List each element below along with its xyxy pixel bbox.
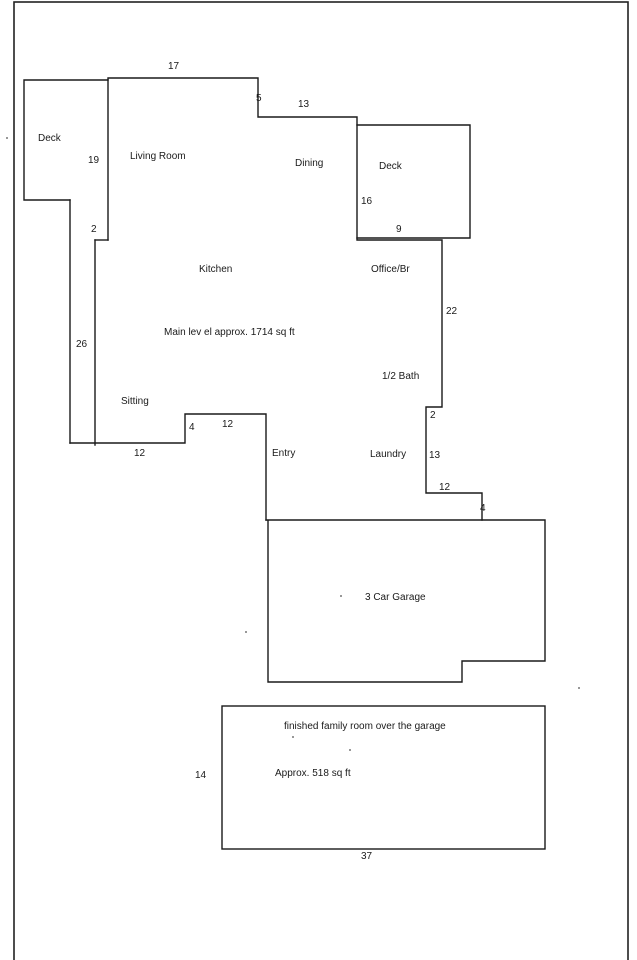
garage-label: 3 Car Garage — [365, 592, 426, 603]
laundry-label: Laundry — [370, 449, 406, 460]
dining-label: Dining — [295, 158, 323, 169]
main-level-area-label: Main lev el approx. 1714 sq ft — [164, 327, 295, 338]
scan-speck — [340, 595, 342, 597]
deck-left-label: Deck — [38, 133, 62, 144]
scan-speck — [578, 687, 580, 689]
office-label: Office/Br — [371, 264, 410, 275]
dimension-deck-19: 19 — [88, 155, 100, 166]
right-deck-wall — [356, 124, 471, 239]
family-room-area-label: Approx. 518 sq ft — [275, 768, 351, 779]
dimension-step-5: 5 — [256, 93, 262, 104]
dimension-deck-16: 16 — [361, 196, 373, 207]
dimension-jog-2-right: 2 — [430, 410, 436, 421]
deck-right-label: Deck — [379, 161, 403, 172]
dimension-left-26: 26 — [76, 339, 88, 350]
family-room-wall — [221, 705, 546, 850]
scan-speck — [292, 736, 294, 738]
left-deck-wall — [23, 79, 109, 201]
living-room-label: Living Room — [130, 151, 186, 162]
kitchen-label: Kitchen — [199, 264, 232, 275]
garage-wall — [265, 519, 546, 683]
main-house-upper-wall — [107, 77, 483, 521]
dimension-laundry-12: 12 — [439, 482, 451, 493]
dimension-deck-9: 9 — [396, 224, 402, 235]
scan-speck — [6, 137, 8, 139]
half-bath-label: 1/2 Bath — [382, 371, 419, 382]
dimension-top-13: 13 — [298, 99, 310, 110]
family-room-label: finished family room over the garage — [284, 721, 446, 732]
dimension-step-4: 4 — [189, 422, 195, 433]
sitting-label: Sitting — [121, 396, 149, 407]
main-house-lower-wall — [69, 413, 267, 521]
dimension-step-4-right: 4 — [480, 503, 486, 514]
dimension-bottom-12: 12 — [134, 448, 146, 459]
page-border — [13, 1, 629, 960]
dimension-right-13: 13 — [429, 450, 441, 461]
scan-speck — [245, 631, 247, 633]
entry-label: Entry — [272, 448, 295, 459]
dimension-jog-2-left: 2 — [91, 224, 97, 235]
dimension-family-14: 14 — [195, 770, 207, 781]
dimension-right-22: 22 — [446, 306, 458, 317]
dimension-entry-12: 12 — [222, 419, 234, 430]
scan-speck — [349, 749, 351, 751]
dimension-top-17: 17 — [168, 61, 180, 72]
dimension-family-37: 37 — [361, 851, 373, 862]
